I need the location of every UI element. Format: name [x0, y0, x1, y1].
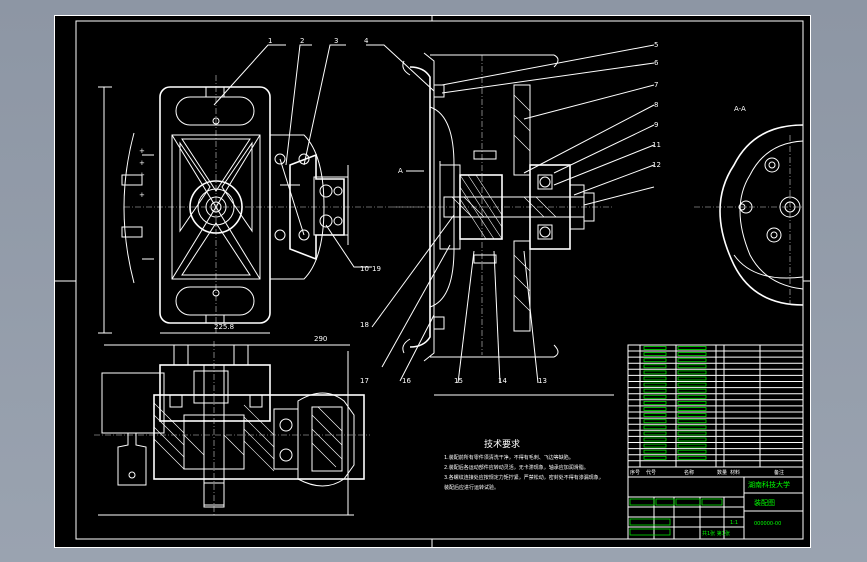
section-view-center: A [394, 52, 614, 362]
sheet-text: 共1张 第1张 [702, 530, 730, 537]
parts-list-entry [677, 364, 707, 369]
part-label-6: 6 [654, 59, 659, 67]
parts-list-entry [677, 400, 707, 405]
part-label-10: 10 [360, 265, 369, 273]
drawing-name: 装配图 [754, 498, 775, 507]
parts-list-entry [677, 394, 707, 399]
parts-list-entry [677, 358, 707, 363]
part-label-11: 11 [652, 141, 661, 149]
parts-list-entry [677, 376, 707, 381]
parts-list-entry [677, 346, 707, 350]
parts-list-entry [643, 419, 667, 424]
part-label-14: 14 [498, 377, 507, 385]
side-view-right: A-A [694, 105, 804, 306]
col-header-name: 名称 [684, 469, 694, 476]
parts-list-entry [643, 400, 667, 405]
part-label-15: 15 [454, 377, 463, 385]
part-label-13: 13 [538, 377, 547, 385]
parts-list-entry [643, 431, 667, 436]
parts-list-entry [677, 455, 707, 460]
title-block: 序号 代号 名称 数量 材料 备注 湖南科技大学 装配图 000000-00 1… [627, 344, 804, 540]
parts-list-entry [643, 394, 667, 399]
parts-list-entry [677, 407, 707, 411]
section-mark-a: A [398, 167, 403, 175]
parts-list-entry [677, 449, 707, 454]
outer-frame [54, 15, 811, 548]
parts-list-entry [643, 346, 667, 350]
parts-list-entry [643, 376, 667, 381]
svg-text:+: + [139, 159, 145, 167]
parts-list-entry [643, 358, 667, 363]
parts-list-entry [643, 443, 667, 448]
svg-text:+: + [139, 191, 145, 199]
section-view-label: A-A [734, 105, 746, 113]
drawing-canvas[interactable]: + + + + [54, 15, 811, 548]
col-header-code: 代号 [646, 469, 656, 476]
tech-req-title: 技术要求 [484, 438, 520, 450]
drawing-number: 000000-00 [754, 521, 781, 527]
bottom-section-view [94, 341, 370, 516]
leaders-center: 4 5 6 7 8 9 11 12 [360, 37, 661, 396]
parts-list-entry [643, 425, 667, 430]
svg-text:290: 290 [314, 335, 327, 343]
parts-list-entry [677, 370, 707, 375]
parts-list-entry [677, 437, 707, 442]
leaders-top-left: 1 2 3 10 [213, 37, 372, 273]
parts-list-entry [677, 431, 707, 436]
school-name: 湖南科技大学 [748, 480, 790, 489]
tech-req-line-3: 3.各螺纹连接处应按规定力矩拧紧，严禁松动，密封处不得有渗漏现象， [444, 474, 604, 481]
parts-list-entry [677, 382, 707, 387]
parts-list-entry [643, 382, 667, 387]
parts-list-entry [677, 352, 707, 357]
svg-text:225.8: 225.8 [214, 323, 234, 331]
part-label-4: 4 [364, 37, 369, 45]
col-header-remark: 备注 [774, 469, 784, 476]
parts-list-entry [677, 413, 707, 418]
technical-requirements: 技术要求 1.装配前所有零件须清洗干净，不得有毛刺、飞边等缺陷。 2.装配后各运… [444, 438, 604, 491]
part-label-8: 8 [654, 101, 658, 109]
parts-list-entry [643, 455, 667, 460]
scale-text: 1:1 [730, 520, 738, 526]
part-label-16: 16 [402, 377, 411, 385]
parts-list-entry [643, 370, 667, 375]
part-label-3: 3 [334, 37, 338, 45]
parts-list-entry [643, 437, 667, 442]
parts-list-entry [643, 407, 667, 411]
parts-list-entry [643, 352, 667, 357]
part-label-18: 18 [360, 321, 369, 329]
inner-frame [75, 20, 804, 540]
drawing-sheet[interactable]: + + + + [54, 15, 811, 548]
parts-list-entry [677, 419, 707, 424]
part-label-1: 1 [268, 37, 272, 45]
parts-list-entry [643, 388, 667, 393]
svg-text:+: + [139, 147, 145, 155]
parts-list-entry [677, 388, 707, 393]
parts-list-entry [677, 443, 707, 448]
svg-text:+: + [139, 171, 145, 179]
part-label-7: 7 [654, 81, 658, 89]
front-view-left: + + + + [98, 75, 424, 346]
part-label-19: 19 [372, 265, 381, 273]
part-label-12: 12 [652, 161, 661, 169]
parts-list-entry [643, 413, 667, 418]
tech-req-line-1: 1.装配前所有零件须清洗干净，不得有毛刺、飞边等缺陷。 [444, 454, 574, 461]
col-header-material: 材料 [730, 469, 740, 476]
parts-list-entry [643, 449, 667, 454]
col-header-no: 序号 [630, 469, 640, 476]
tech-req-line-2: 2.装配后各运动部件应转动灵活，无卡滞现象，轴承应加润滑脂。 [444, 464, 589, 471]
part-label-9: 9 [654, 121, 658, 129]
parts-list-entry [643, 364, 667, 369]
part-label-5: 5 [654, 41, 658, 49]
part-label-2: 2 [300, 37, 304, 45]
tech-req-line-4: 装配后应进行运转试验。 [444, 484, 499, 491]
part-label-17: 17 [360, 377, 369, 385]
col-header-qty: 数量 [717, 469, 727, 476]
parts-list-entry [677, 425, 707, 430]
